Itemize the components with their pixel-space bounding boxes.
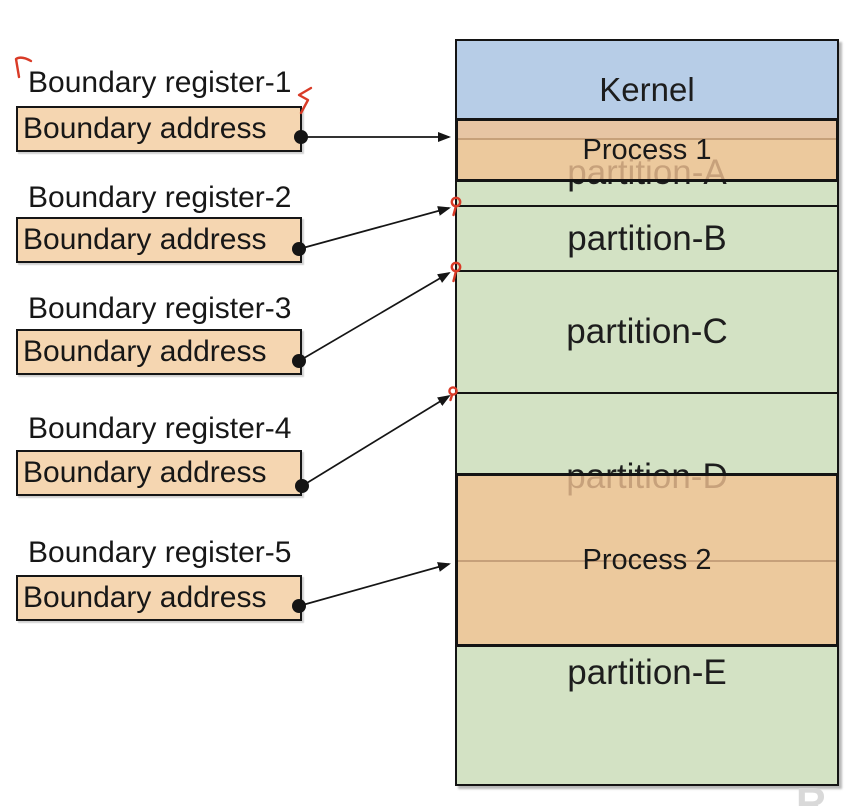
process-2-overlay: Process 2 bbox=[455, 473, 839, 647]
process-1-overlay: Process 1 bbox=[455, 118, 839, 182]
register-5-address-text: Boundary address bbox=[23, 581, 267, 614]
memory-column: Kernel partition-A partition-B partition… bbox=[455, 39, 839, 786]
register-5-address-box: Boundary address bbox=[16, 575, 302, 621]
watermark-letter: R bbox=[796, 779, 827, 806]
register-2-label: Boundary register-2 bbox=[28, 181, 292, 214]
process-1-label: Process 1 bbox=[582, 133, 712, 166]
register-2-address-box: Boundary address bbox=[16, 217, 302, 263]
partition-c-block: partition-C bbox=[455, 270, 839, 394]
kernel-label: Kernel bbox=[599, 70, 695, 108]
register-3-address-box: Boundary address bbox=[16, 329, 302, 375]
process-2-label: Process 2 bbox=[582, 543, 712, 576]
register-4-address-text: Boundary address bbox=[23, 456, 267, 489]
arrow-register-4-to-partition-d bbox=[301, 394, 451, 487]
register-1-label: Boundary register-1 bbox=[28, 66, 292, 99]
partition-c-label: partition-C bbox=[566, 312, 728, 351]
register-4-label: Boundary register-4 bbox=[28, 412, 292, 445]
partition-b-block: partition-B bbox=[455, 205, 839, 272]
register-2-address-text: Boundary address bbox=[23, 223, 267, 256]
arrow-register-5-to-partition-e bbox=[298, 562, 451, 607]
register-4-address-box: Boundary address bbox=[16, 450, 302, 496]
arrow-register-2-to-partition-b bbox=[298, 206, 451, 250]
arrow-register-3-to-partition-c bbox=[298, 271, 451, 362]
register-1-address-text: Boundary address bbox=[23, 112, 267, 145]
register-3-address-text: Boundary address bbox=[23, 335, 267, 368]
register-3-label: Boundary register-3 bbox=[28, 292, 292, 325]
register-5-label: Boundary register-5 bbox=[28, 536, 292, 569]
partition-b-label: partition-B bbox=[567, 218, 727, 258]
register-1-address-box: Boundary address bbox=[16, 106, 302, 152]
partition-e-label: partition-E bbox=[567, 653, 727, 692]
